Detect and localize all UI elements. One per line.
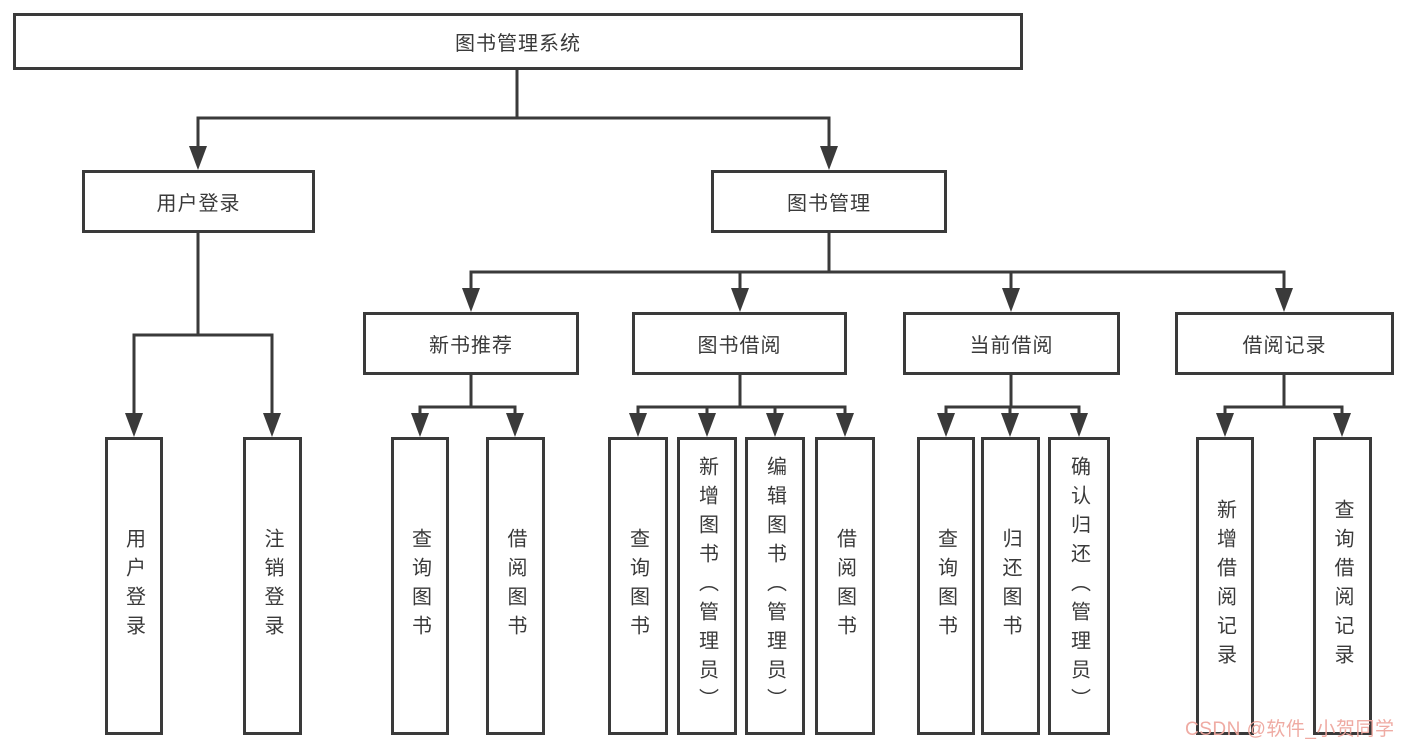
connector-login-to-children xyxy=(132,233,274,417)
connector-mgmt-to-level2 xyxy=(469,233,1286,292)
connector-root-to-level1 xyxy=(196,70,831,150)
leaf-return-books: 归还图书 xyxy=(981,437,1040,735)
leaf-user-login: 用户登录 xyxy=(105,437,163,735)
leaf-borrow-books-newbook: 借阅图书 xyxy=(486,437,545,735)
leaf-add-borrow-record: 新增借阅记录 xyxy=(1196,437,1254,735)
node-book-borrow: 图书借阅 xyxy=(632,312,847,375)
node-current-borrow: 当前借阅 xyxy=(903,312,1120,375)
leaf-edit-books-admin: 编辑图书（管理员） xyxy=(745,437,805,735)
node-borrow-record: 借阅记录 xyxy=(1175,312,1394,375)
csdn-watermark: CSDN @软件_小贺同学 xyxy=(1185,719,1395,740)
leaf-add-books-admin: 新增图书（管理员） xyxy=(677,437,737,735)
leaf-query-books-current: 查询图书 xyxy=(917,437,975,735)
node-root-library-system: 图书管理系统 xyxy=(13,13,1023,70)
connector-newbook-to-children xyxy=(418,375,517,417)
leaf-borrow-books: 借阅图书 xyxy=(815,437,875,735)
connector-bookborrow-to-children xyxy=(636,375,847,417)
leaf-query-books-newbook: 查询图书 xyxy=(391,437,449,735)
connector-borrowrecord-to-children xyxy=(1223,375,1344,417)
leaf-confirm-return-admin: 确认归还（管理员） xyxy=(1048,437,1110,735)
node-new-book-recommend: 新书推荐 xyxy=(363,312,579,375)
leaf-query-borrow-record: 查询借阅记录 xyxy=(1313,437,1372,735)
arrowheads xyxy=(125,146,1351,437)
leaf-query-books-borrow: 查询图书 xyxy=(608,437,668,735)
leaf-logout: 注销登录 xyxy=(243,437,302,735)
node-user-login: 用户登录 xyxy=(82,170,315,233)
node-book-management: 图书管理 xyxy=(711,170,947,233)
connector-currentborrow-to-children xyxy=(944,375,1081,417)
